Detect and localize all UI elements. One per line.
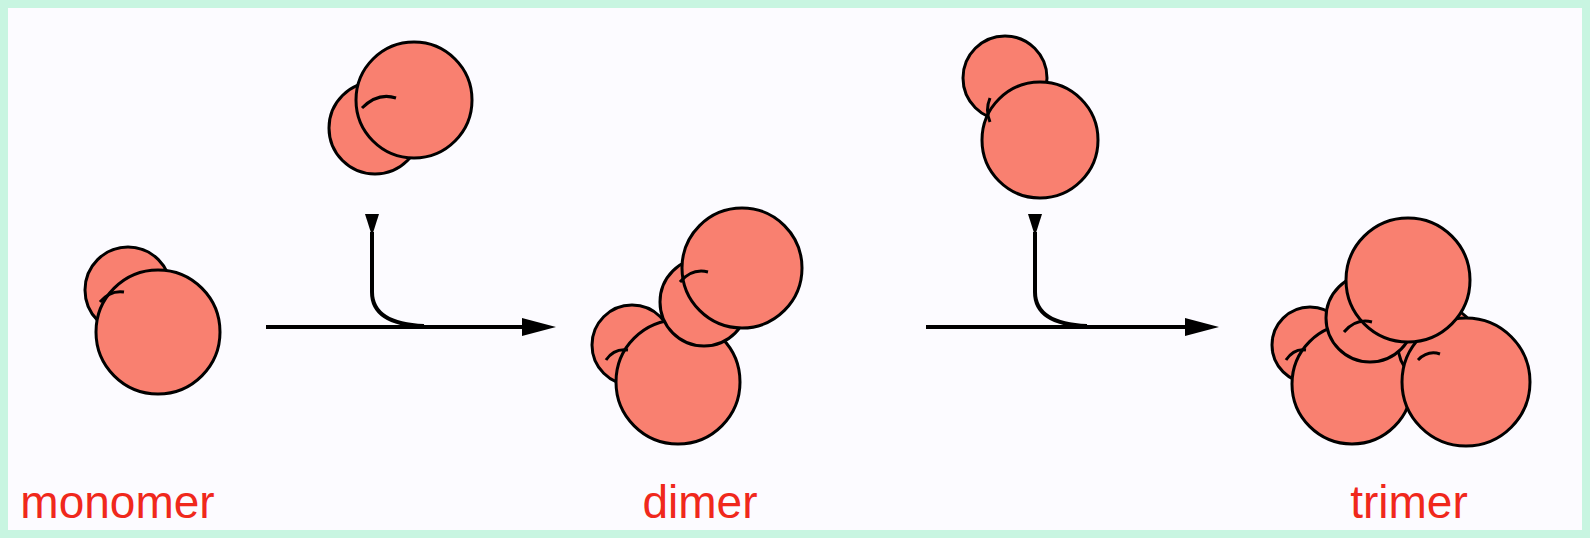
stage-label: dimer [586, 476, 814, 528]
join-arrow [1035, 232, 1087, 326]
protein-subunit [1326, 218, 1470, 362]
join-arrow [372, 232, 424, 326]
assembly-stage: monomer [1, 235, 234, 528]
protein-subunit [963, 36, 1098, 198]
arrow-head [365, 214, 379, 236]
assembly-stage: trimer [1264, 215, 1554, 528]
protein-subunit [85, 247, 220, 394]
stage-label: trimer [1264, 476, 1554, 528]
stage-label: monomer [1, 476, 234, 528]
arrow-head [1028, 214, 1042, 236]
reaction-arrow [266, 318, 556, 336]
protein-subunit [329, 42, 472, 174]
assembly-stage: dimer [586, 195, 814, 528]
reaction-arrow [926, 318, 1219, 336]
protein-subunit [660, 208, 802, 346]
